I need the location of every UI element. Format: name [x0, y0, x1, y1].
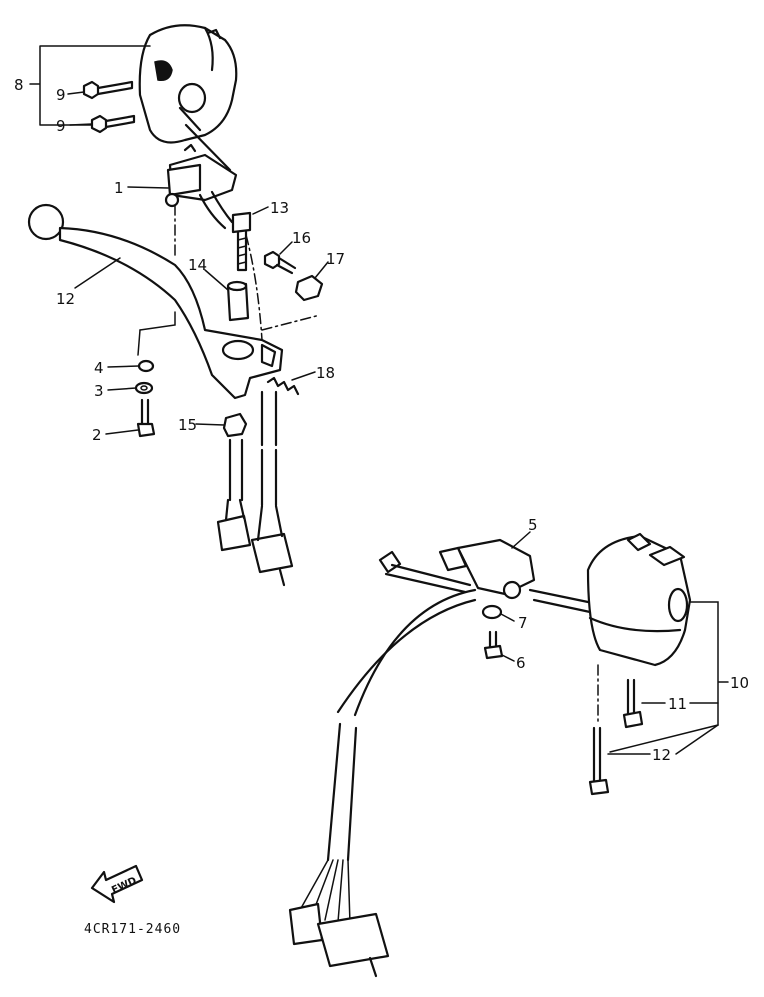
front-brake-switch — [378, 538, 536, 600]
pivot-bolt-14 — [231, 211, 252, 272]
left-harness — [216, 390, 294, 587]
callout-18: 17 — [326, 250, 345, 268]
screw-9-lower — [90, 114, 136, 134]
callout-9-lower: 9 — [56, 117, 66, 135]
right-handlebar-switch — [586, 532, 692, 667]
callout-9-upper: 9 — [56, 86, 66, 104]
callout-4: 4 — [94, 359, 104, 377]
callout-2: 2 — [92, 426, 102, 444]
callout-7: 7 — [518, 614, 528, 632]
washer-3 — [134, 381, 154, 395]
bolt-2 — [136, 398, 156, 438]
left-handlebar-switch — [138, 24, 238, 172]
callout-5: 5 — [528, 516, 538, 534]
nut-18 — [294, 274, 324, 302]
callout-3: 3 — [94, 382, 104, 400]
callout-13: 12 — [56, 290, 75, 308]
fwd-arrow-icon: FWD — [90, 864, 144, 904]
callout-11: 11 — [668, 695, 687, 713]
callout-8: 8 — [14, 76, 24, 94]
washer-4 — [137, 359, 155, 373]
clutch-lever — [27, 203, 284, 400]
callout-15: 14 — [188, 256, 207, 274]
callout-6: 6 — [516, 654, 526, 672]
right-harness — [288, 588, 592, 978]
callout-19: 18 — [316, 364, 335, 382]
screw-6 — [483, 630, 504, 660]
screw-9-upper — [82, 80, 134, 100]
callout-17: 16 — [292, 229, 311, 247]
spring-19 — [266, 376, 300, 396]
washer-7 — [481, 604, 503, 620]
bolt-17 — [263, 250, 297, 275]
nut-16 — [222, 412, 248, 438]
callout-10: 10 — [730, 674, 749, 692]
clutch-switch — [164, 143, 238, 230]
callout-numbers: 8 9 9 1 13 16 17 14 12 4 3 2 15 18 5 7 6… — [14, 76, 749, 764]
callout-12: 12 — [652, 746, 671, 764]
callout-14: 13 — [270, 199, 289, 217]
diagram-code: 4CR171-2460 — [84, 922, 181, 937]
callout-16: 15 — [178, 416, 197, 434]
leader-lines — [29, 45, 729, 755]
callout-1: 1 — [114, 179, 124, 197]
collar-15 — [226, 280, 250, 322]
screw-11 — [622, 678, 644, 729]
screw-12 — [588, 726, 610, 796]
